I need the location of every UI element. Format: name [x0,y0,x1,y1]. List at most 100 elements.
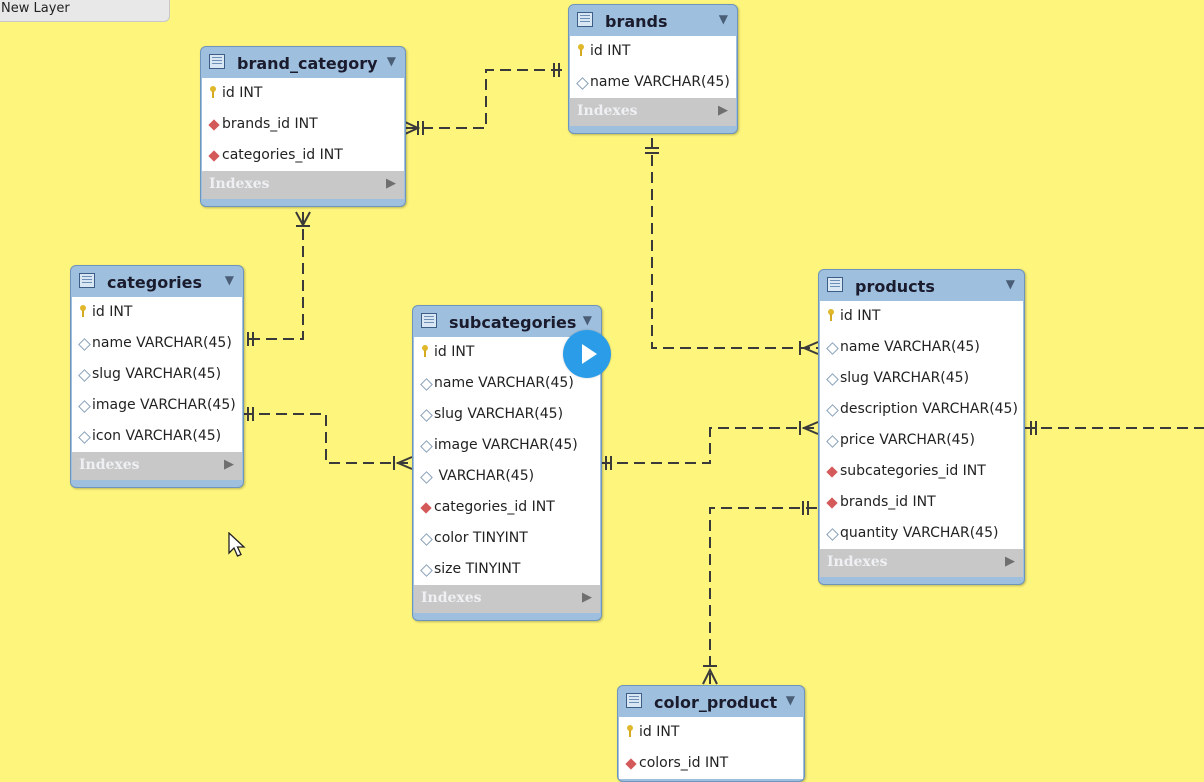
rel-brandcategory-brands [405,69,568,129]
table-header[interactable]: products ▼ [819,270,1024,301]
expand-icon[interactable]: ▶ [1005,554,1015,569]
onebar-marker [553,63,560,77]
collapse-icon[interactable]: ▼ [785,693,795,707]
collapse-icon[interactable]: ▼ [718,12,728,26]
column-icon [78,431,91,444]
column-icon [826,404,839,417]
onebar-marker [802,501,809,515]
column-row[interactable]: description VARCHAR(45) [820,394,1023,425]
indexes-bar[interactable]: Indexes▶ [820,549,1023,577]
column-icon [826,373,839,386]
column-row[interactable]: id INT [619,717,803,748]
expand-icon[interactable]: ▶ [718,103,728,118]
column-icon [420,378,433,391]
table-header[interactable]: brands ▼ [569,5,737,36]
table-title: subcategories [449,313,577,332]
table-header[interactable]: color_product ▼ [618,686,804,717]
column-row[interactable]: slug VARCHAR(45) [414,399,600,430]
layer-label: New Layer [1,1,70,16]
table-title: brand_category [237,54,378,73]
column-row[interactable]: id INT [202,78,404,109]
key-icon [578,44,584,56]
column-row[interactable]: image VARCHAR(45) [72,390,242,421]
rel-subcategories-categories [242,413,412,464]
expand-icon[interactable]: ▶ [582,590,592,605]
foreign-key-icon [208,150,220,162]
table-icon [626,693,642,708]
table-brands[interactable]: brands ▼ id INT name VARCHAR(45) Indexes… [568,4,738,134]
crowfoot-marker [799,341,819,355]
key-icon [422,345,428,357]
column-icon [826,528,839,541]
column-row[interactable]: name VARCHAR(45) [414,368,600,399]
column-row[interactable]: id INT [414,337,600,368]
column-row[interactable]: price VARCHAR(45) [820,425,1023,456]
column-row[interactable]: id INT [820,301,1023,332]
foreign-key-icon [826,466,838,478]
rel-products-brands [651,138,818,349]
table-header[interactable]: brand_category ▼ [201,47,405,78]
column-row[interactable]: subcategories_id INT [820,456,1023,487]
table-products[interactable]: products ▼ id INT name VARCHAR(45) slug … [818,269,1025,585]
play-button[interactable] [563,330,611,378]
column-icon [826,342,839,355]
column-icon [826,435,839,448]
table-brand-category[interactable]: brand_category ▼ id INT brands_id INT ca… [200,46,406,207]
column-icon [78,400,91,413]
key-icon [210,86,216,98]
column-icon [420,440,433,453]
foreign-key-icon [826,497,838,509]
table-icon [577,12,593,27]
table-icon [79,273,95,288]
rel-colorproduct-products [709,507,818,684]
collapse-icon[interactable]: ▼ [224,273,234,287]
column-icon [420,409,433,422]
column-row[interactable]: color TINYINT [414,523,600,554]
crowfoot-marker [295,211,311,228]
collapse-icon[interactable]: ▼ [582,313,592,327]
column-row[interactable]: quantity VARCHAR(45) [820,518,1023,549]
play-icon [582,344,597,364]
column-row[interactable]: categories_id INT [202,140,404,171]
column-row[interactable]: slug VARCHAR(45) [820,363,1023,394]
crowfoot-marker [393,456,413,470]
column-row[interactable]: id INT [72,297,242,328]
table-color-product[interactable]: color_product ▼ id INT colors_id INT [617,685,805,782]
indexes-bar[interactable]: Indexes▶ [414,585,600,613]
key-icon [627,725,633,737]
column-row[interactable]: id INT [570,36,736,67]
column-row[interactable]: name VARCHAR(45) [570,67,736,98]
column-row[interactable]: slug VARCHAR(45) [72,359,242,390]
indexes-bar[interactable]: Indexes▶ [570,98,736,126]
indexes-bar[interactable]: Indexes▶ [202,171,404,199]
column-row[interactable]: name VARCHAR(45) [72,328,242,359]
column-row[interactable]: size TINYINT [414,554,600,585]
layer-tab[interactable]: New Layer [0,0,170,22]
onebar-marker [247,407,254,421]
expand-icon[interactable]: ▶ [224,457,234,472]
column-row[interactable]: VARCHAR(45) [414,461,600,492]
onebar-marker [645,147,659,154]
column-row[interactable]: image VARCHAR(45) [414,430,600,461]
expand-icon[interactable]: ▶ [386,176,396,191]
indexes-bar[interactable]: Indexes▶ [72,452,242,480]
onebar-marker [247,332,254,346]
table-icon [421,313,437,328]
table-header[interactable]: subcategories ▼ [413,306,601,337]
column-row[interactable]: categories_id INT [414,492,600,523]
table-title: categories [107,273,202,292]
collapse-icon[interactable]: ▼ [386,54,396,68]
column-row[interactable]: colors_id INT [619,748,803,779]
column-row[interactable]: brands_id INT [820,487,1023,518]
collapse-icon[interactable]: ▼ [1005,277,1015,291]
table-header[interactable]: categories ▼ [71,266,243,297]
table-categories[interactable]: categories ▼ id INT name VARCHAR(45) slu… [70,265,244,488]
table-subcategories[interactable]: subcategories ▼ id INT name VARCHAR(45) … [412,305,602,621]
column-icon [420,471,433,484]
foreign-key-icon [420,502,432,514]
onebar-marker [605,456,612,470]
column-row[interactable]: brands_id INT [202,109,404,140]
column-row[interactable]: icon VARCHAR(45) [72,421,242,452]
column-row[interactable]: name VARCHAR(45) [820,332,1023,363]
